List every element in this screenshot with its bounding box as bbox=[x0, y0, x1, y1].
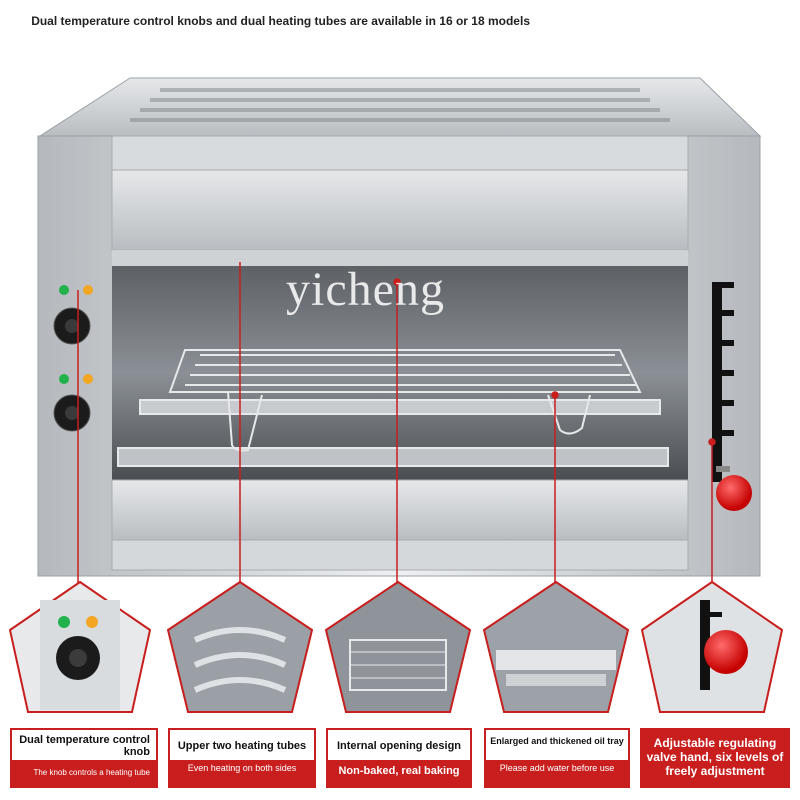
feature-subtitle: Even heating on both sides bbox=[170, 760, 314, 786]
feature-subtitle: Non-baked, real baking bbox=[328, 760, 470, 786]
feature-subtitle: Please add water before use bbox=[486, 760, 628, 786]
feature-caption-oil-tray: Enlarged and thickened oil tray Please a… bbox=[484, 728, 630, 788]
red-adjustment-handle[interactable] bbox=[716, 475, 752, 511]
adjustment-rail bbox=[712, 282, 752, 511]
feature-title: Adjustable regulating valve hand, six le… bbox=[646, 736, 784, 778]
callout-lines bbox=[77, 262, 716, 590]
detail-pentagon-handle bbox=[640, 580, 784, 713]
control-panel bbox=[53, 285, 93, 432]
orange-indicator-light bbox=[83, 285, 93, 295]
feature-title: Internal opening design bbox=[336, 740, 462, 752]
oven-body bbox=[37, 135, 761, 577]
headline: Dual temperature control knobs and dual … bbox=[31, 14, 530, 28]
green-indicator-light bbox=[59, 285, 69, 295]
detail-pentagon-oil-tray bbox=[482, 580, 630, 713]
detail-pentagon-knob bbox=[8, 580, 152, 713]
detail-pentagon-heating-tubes bbox=[166, 580, 314, 713]
feature-caption-heating-tubes: Upper two heating tubes Even heating on … bbox=[168, 728, 316, 788]
green-indicator-light bbox=[59, 374, 69, 384]
detail-pentagon-interior bbox=[324, 580, 472, 713]
feature-caption-handle: Adjustable regulating valve hand, six le… bbox=[640, 728, 790, 788]
grill-racks bbox=[117, 349, 669, 467]
orange-indicator-light bbox=[83, 374, 93, 384]
feature-caption-interior: Internal opening design Non-baked, real … bbox=[326, 728, 472, 788]
feature-captions: Dual temperature control knob The knob c… bbox=[0, 728, 800, 788]
watermark: yicheng bbox=[286, 263, 445, 316]
feature-title: Enlarged and thickened oil tray bbox=[490, 736, 624, 746]
feature-title: Upper two heating tubes bbox=[177, 740, 307, 752]
feature-caption-knob: Dual temperature control knob The knob c… bbox=[10, 728, 158, 788]
feature-title: Dual temperature control knob bbox=[19, 734, 150, 758]
oven-top-lid bbox=[38, 77, 762, 137]
feature-subtitle: The knob controls a heating tube bbox=[12, 760, 156, 786]
